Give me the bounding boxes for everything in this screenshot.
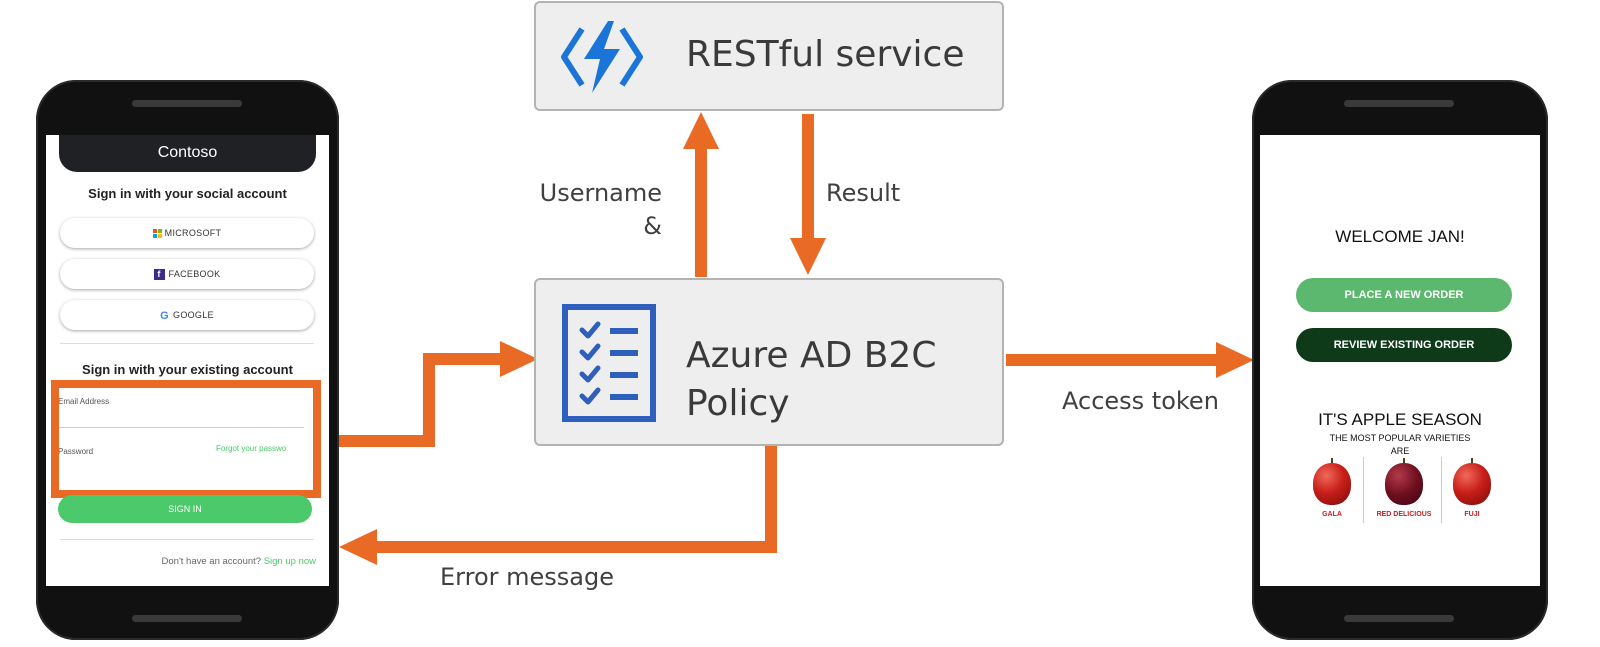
label-error-message: Error message: [440, 563, 614, 591]
apple-divider-2: [1441, 457, 1442, 523]
phone-speaker-bottom: [1344, 615, 1454, 622]
signin-button[interactable]: SIGN IN: [58, 495, 312, 523]
apple-gala-image: [1313, 463, 1351, 505]
social-heading: Sign in with your social account: [88, 186, 287, 201]
season-title: IT'S APPLE SEASON: [1318, 410, 1482, 429]
apple-red-delicious-label: RED DELICIOUS: [1376, 511, 1432, 518]
label-result: Result: [826, 179, 901, 207]
apple-red-delicious-image: [1385, 463, 1423, 505]
arrowhead-login-to-policy: [500, 341, 538, 377]
season-subtitle-line1: THE MOST POPULAR VARIETIES: [1329, 433, 1471, 443]
place-order-button[interactable]: PLACE A NEW ORDER: [1296, 278, 1512, 312]
facebook-button-label: FACEBOOK: [168, 269, 221, 279]
existing-heading: Sign in with your existing account: [82, 362, 293, 377]
credentials-highlight: [51, 380, 321, 498]
phone-speaker-top: [132, 100, 242, 107]
google-logo-icon: G: [160, 309, 170, 322]
arrow-error-message: [374, 446, 777, 553]
login-screen: Contoso Sign in with your social account…: [46, 135, 329, 586]
place-order-label: PLACE A NEW ORDER: [1344, 289, 1464, 301]
label-username: Username &: [539, 179, 662, 240]
apple-gala-label: GALA: [1322, 511, 1342, 518]
arrow-result-down: [790, 114, 826, 275]
phone-speaker-bottom: [132, 615, 242, 622]
password-field[interactable]: Password Forgot your passwo: [58, 440, 304, 476]
email-label: Email Address: [58, 397, 110, 406]
apple-fuji-image: [1453, 463, 1491, 505]
azure-function-icon: [561, 21, 643, 93]
password-label: Password: [58, 447, 94, 456]
label-access-token: Access token: [1062, 387, 1219, 415]
signin-button-label: SIGN IN: [168, 504, 202, 514]
brand-header: [59, 135, 316, 172]
signup-link[interactable]: Sign up now: [263, 556, 316, 567]
restful-service-title: RESTful service: [686, 34, 965, 75]
app-screen: WELCOME JAN! PLACE A NEW ORDER REVIEW EX…: [1260, 135, 1540, 586]
policy-box: Azure AD B2C Policy: [534, 278, 1004, 446]
brand-name: Contoso: [157, 144, 218, 161]
arrow-credentials-up: [683, 112, 719, 277]
microsoft-button-label: MICROSOFT: [164, 228, 222, 238]
login-phone: Contoso Sign in with your social account…: [36, 80, 339, 640]
arrow-login-to-policy: [318, 353, 506, 447]
apple-divider-1: [1363, 457, 1364, 523]
checklist-icon: [562, 304, 656, 422]
divider: [60, 343, 314, 344]
divider-bottom: [60, 539, 314, 540]
google-button-label: GOOGLE: [173, 310, 214, 320]
policy-title-line1: Azure AD B2C: [686, 335, 937, 376]
app-phone: WELCOME JAN! PLACE A NEW ORDER REVIEW EX…: [1252, 80, 1548, 640]
apple-fuji-label: FUJI: [1464, 511, 1480, 518]
phone-speaker-top: [1344, 100, 1454, 107]
facebook-logo-icon: f: [153, 269, 165, 281]
signup-row: Don't have an account? Sign up now: [46, 556, 316, 567]
no-account-text: Don't have an account?: [161, 556, 262, 567]
review-order-button[interactable]: REVIEW EXISTING ORDER: [1296, 328, 1512, 362]
welcome-heading: WELCOME JAN!: [1335, 227, 1465, 246]
policy-title-line2: Policy: [686, 383, 790, 424]
email-field[interactable]: Email Address: [58, 391, 304, 428]
arrowhead-error-message: [339, 529, 377, 565]
microsoft-button[interactable]: MICROSOFT: [60, 218, 314, 248]
review-order-label: REVIEW EXISTING ORDER: [1333, 339, 1475, 351]
arrow-access-token: [1006, 342, 1254, 378]
forgot-password-link[interactable]: Forgot your passwo: [216, 444, 287, 453]
restful-service-box: RESTful service: [534, 1, 1004, 111]
microsoft-logo-icon: [152, 229, 162, 239]
season-subtitle-line2: ARE: [1390, 446, 1410, 456]
